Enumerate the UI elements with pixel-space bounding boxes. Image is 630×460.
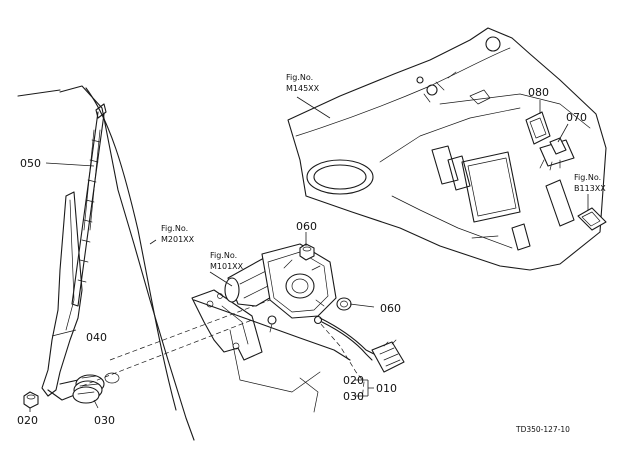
nut-060-top xyxy=(299,243,315,261)
washer-060-right xyxy=(336,297,352,311)
part-label-080: 080 xyxy=(528,86,549,99)
part-label-020-right: 020 xyxy=(343,374,364,387)
fig-ref-m101-line2: M101XX xyxy=(210,262,244,271)
leader-lines xyxy=(29,96,589,412)
fig-ref-m201-line1: Fig.No. xyxy=(161,224,188,233)
wiper-blade xyxy=(71,103,107,307)
switch-b113 xyxy=(577,207,607,231)
fig-ref-b113-line1: Fig.No. xyxy=(574,173,601,182)
fig-ref-m145-line1: Fig.No. xyxy=(286,73,313,82)
part-label-010: 010 xyxy=(376,382,397,395)
switch-080 xyxy=(525,111,551,145)
fig-ref-b113-line2: B113XX xyxy=(574,184,606,193)
fig-ref-m145-line2: M145XX xyxy=(286,84,320,93)
part-label-030-left: 030 xyxy=(94,414,115,427)
fig-ref-m101-line1: Fig.No. xyxy=(210,251,237,260)
cap-030-left xyxy=(72,372,120,404)
part-label-070: 070 xyxy=(566,111,587,124)
part-label-060-right: 060 xyxy=(380,302,401,315)
wiper-motor xyxy=(224,243,337,333)
wiper-arm xyxy=(41,191,83,401)
part-label-060-top: 060 xyxy=(296,220,317,233)
switch-070 xyxy=(539,137,575,171)
part-label-040: 040 xyxy=(86,331,107,344)
wire-harness xyxy=(319,317,405,373)
dashboard-panel xyxy=(287,27,607,271)
part-label-020-left: 020 xyxy=(17,414,38,427)
part-label-030-right: 030 xyxy=(343,390,364,403)
mounting-bracket xyxy=(191,289,263,361)
nut-020-left xyxy=(23,391,39,409)
part-label-050: 050 xyxy=(20,157,41,170)
fig-ref-m201-line2: M201XX xyxy=(161,235,195,244)
drawing-code: TD350-127-10 xyxy=(515,425,570,434)
